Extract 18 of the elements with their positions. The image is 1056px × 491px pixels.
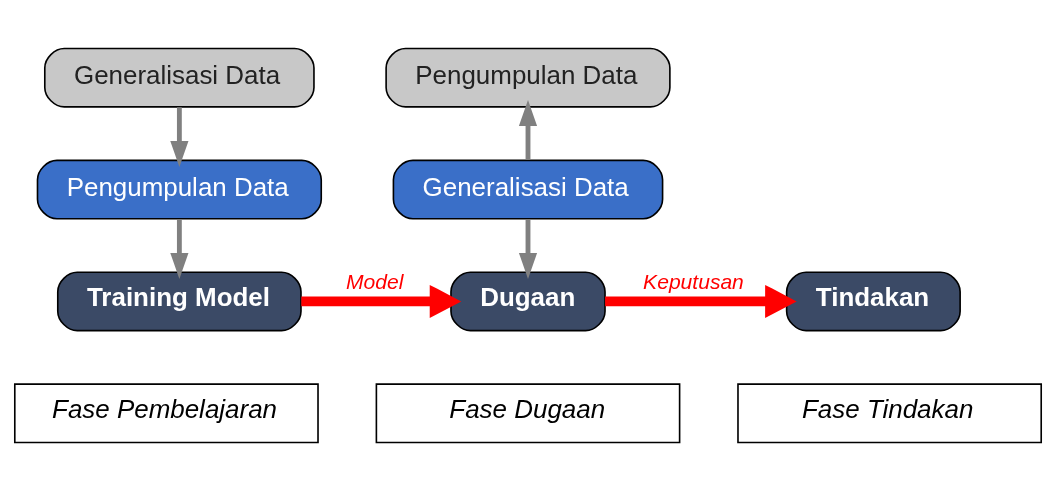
arrow — [518, 219, 538, 279]
node-box: Tindakan — [785, 271, 961, 332]
node-box: Dugaan — [450, 271, 606, 332]
arrow — [170, 107, 189, 168]
arrow — [605, 284, 797, 318]
arrow — [301, 284, 462, 318]
node-box: Fase Tindakan — [737, 383, 1042, 444]
node-box: Fase Dugaan — [375, 383, 681, 444]
node-box: Training Model — [56, 271, 302, 332]
node-box: Generalisasi Data — [392, 159, 664, 220]
arrow — [170, 219, 189, 279]
node-box: Pengumpulan Data — [36, 159, 323, 220]
arrow — [518, 99, 538, 160]
edge-label: Model — [345, 270, 404, 294]
node-box: Pengumpulan Data — [385, 47, 671, 108]
node-box: Fase Pembelajaran — [13, 383, 319, 444]
node-box: Generalisasi Data — [44, 47, 315, 108]
edge-label: Keputusan — [643, 270, 744, 294]
